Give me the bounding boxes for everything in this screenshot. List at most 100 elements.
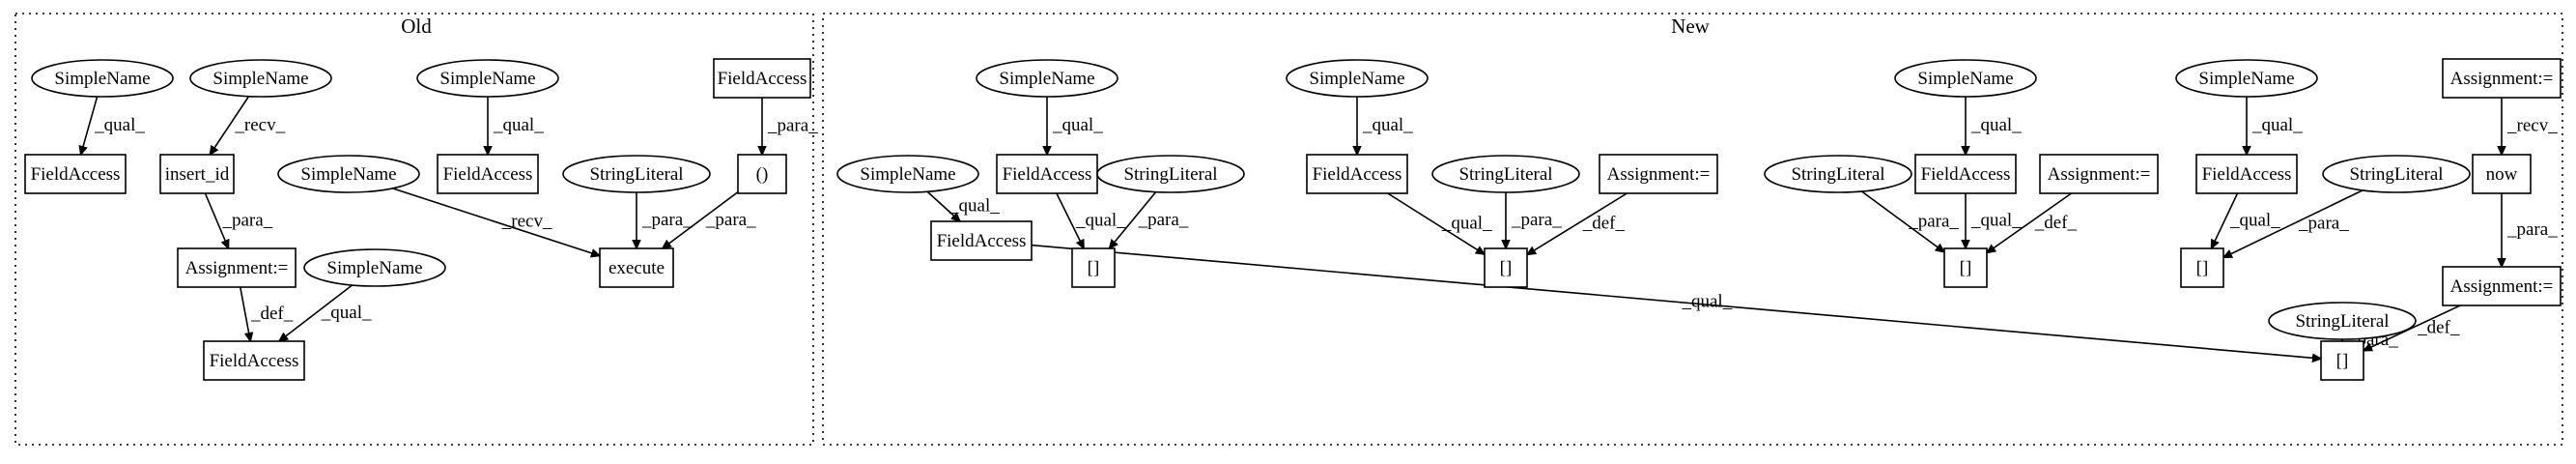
edge-label: _def_ <box>2034 213 2078 233</box>
node-label: FieldAccess <box>1003 164 1092 185</box>
node-label: [] <box>1500 258 1513 278</box>
edge-line <box>210 96 250 155</box>
node-n_sn4: SimpleName <box>2175 59 2318 98</box>
node-label: SimpleName <box>860 164 955 185</box>
edge-n_now-n_assign3: _para_ <box>2502 193 2558 267</box>
node-n_sn1: SimpleName <box>976 59 1118 98</box>
edge-label: _recv_ <box>501 212 552 232</box>
node-box <box>2195 154 2298 194</box>
edge-n_sl3-n_br3: _para_ <box>1861 190 1959 252</box>
edge-label: _recv_ <box>234 115 285 135</box>
cluster-new-label: New <box>1671 14 1710 38</box>
node-n_sl4: StringLiteral <box>2322 155 2471 193</box>
edge-label: _qual_ <box>1970 211 2022 231</box>
node-n_assign2: Assignment:= <box>2039 154 2159 194</box>
edge-line <box>81 96 99 155</box>
edge-n_sn1-n_fa1: _qual_ <box>1047 97 1103 155</box>
edge-o_sl-o_execute: _para_ <box>637 192 693 248</box>
node-o_assign: Assignment:= <box>177 247 297 288</box>
edge-label: _qual_ <box>1441 214 1492 234</box>
cluster-old: Old <box>14 13 814 446</box>
node-box <box>2442 58 2562 99</box>
edge-label: _recv_ <box>2506 116 2558 136</box>
edge-o_sn5-o_fa3: _qual_ <box>279 284 372 341</box>
node-box <box>599 247 674 288</box>
edge-line <box>2211 192 2239 248</box>
edge-n_fa1-n_br1: _qual_ <box>1056 192 1126 248</box>
edge-label: _para_ <box>1138 210 1189 230</box>
node-n_assign1: Assignment:= <box>1599 154 1718 194</box>
node-n_sl1: StringLiteral <box>1096 155 1245 193</box>
node-n_br1: [] <box>1071 247 1116 288</box>
node-label: insert_id <box>165 164 230 185</box>
node-o_sn1: SimpleName <box>31 59 174 98</box>
node-label: FieldAccess <box>1921 164 2011 185</box>
node-box <box>1306 154 1408 194</box>
edge-label: _qual_ <box>1970 115 2022 135</box>
edge-n_assign1-n_br2: _def_ <box>1527 192 1628 254</box>
edge-line <box>1056 192 1084 248</box>
edge-label: _para_ <box>767 116 818 136</box>
node-o_sn2: SimpleName <box>189 59 332 98</box>
edge-n_sl4-n_br4: _para_ <box>2223 189 2364 258</box>
edge-label: _qual_ <box>948 196 1000 217</box>
edge-n_sl2-n_br2: _para_ <box>1506 192 1562 248</box>
node-label: SimpleName <box>212 69 308 89</box>
node-box <box>177 247 297 288</box>
node-label: StringLiteral <box>2295 311 2389 332</box>
node-box <box>2039 154 2159 194</box>
node-ellipse <box>1286 59 1429 98</box>
node-box <box>437 154 539 194</box>
node-o_fa_top: FieldAccess <box>713 58 811 99</box>
node-n_sl3: StringLiteral <box>1764 155 1912 193</box>
node-label: StringLiteral <box>1458 164 1552 185</box>
node-box <box>1943 247 1988 288</box>
edge-n_sn0-n_fa0: _qual_ <box>926 190 1000 221</box>
edge-label: _qual_ <box>2251 115 2303 135</box>
node-box <box>2180 247 2224 288</box>
node-label: FieldAccess <box>1313 164 1402 185</box>
node-label: StringLiteral <box>2349 164 2443 185</box>
edge-label: _qual_ <box>1362 115 1413 135</box>
edges: _qual_ _recv_ _qual_ _para_ _para_ _recv_ _par… <box>81 96 2558 359</box>
node-o_sn3: SimpleName <box>416 59 559 98</box>
node-label: SimpleName <box>54 69 150 89</box>
edge-n_assign_top-n_now: _recv_ <box>2502 98 2558 155</box>
edge-n_fa2-n_br2: _qual_ <box>1387 192 1492 254</box>
node-label: FieldAccess <box>31 164 121 185</box>
edge-line <box>1109 191 1157 248</box>
node-label: SimpleName <box>326 258 422 278</box>
node-label: [] <box>2336 351 2349 371</box>
cluster-new-border <box>822 13 2563 446</box>
node-n_assign_top: Assignment:= <box>2442 58 2562 99</box>
node-box <box>737 154 787 194</box>
edge-o_sn2-o_insert: _recv_ <box>210 96 286 155</box>
node-box <box>203 340 305 381</box>
edge-label: _qual_ <box>1682 291 1733 311</box>
node-o_sl: StringLiteral <box>562 155 711 193</box>
edge-label: _def_ <box>250 304 294 324</box>
node-label: FieldAccess <box>210 351 299 371</box>
node-ellipse <box>976 59 1118 98</box>
node-o_fa3: FieldAccess <box>203 340 305 381</box>
node-box <box>1071 247 1116 288</box>
edge-line <box>1527 192 1628 254</box>
edge-n_sn4-n_fa4: _qual_ <box>2247 97 2303 155</box>
edge-label: _para_ <box>2506 219 2558 240</box>
node-box <box>2320 340 2364 381</box>
edge-label: _qual_ <box>94 115 145 135</box>
node-box <box>159 154 235 194</box>
node-label: SimpleName <box>1309 69 1404 89</box>
cluster-old-label: Old <box>401 14 432 38</box>
edge-n_sn3-n_fa3: _qual_ <box>1966 97 2022 155</box>
node-ellipse <box>1894 59 2037 98</box>
edge-label: _qual_ <box>1052 115 1103 135</box>
edge-line <box>1987 192 2073 253</box>
edge-line <box>1387 192 1485 254</box>
edge-o_sn4-o_execute: _recv_ <box>392 188 600 256</box>
node-box <box>713 58 811 99</box>
edge-label: _para_ <box>222 211 273 231</box>
node-n_fa3: FieldAccess <box>1914 154 2017 194</box>
edge-o_fa_top-o_paren: _para_ <box>762 98 818 155</box>
